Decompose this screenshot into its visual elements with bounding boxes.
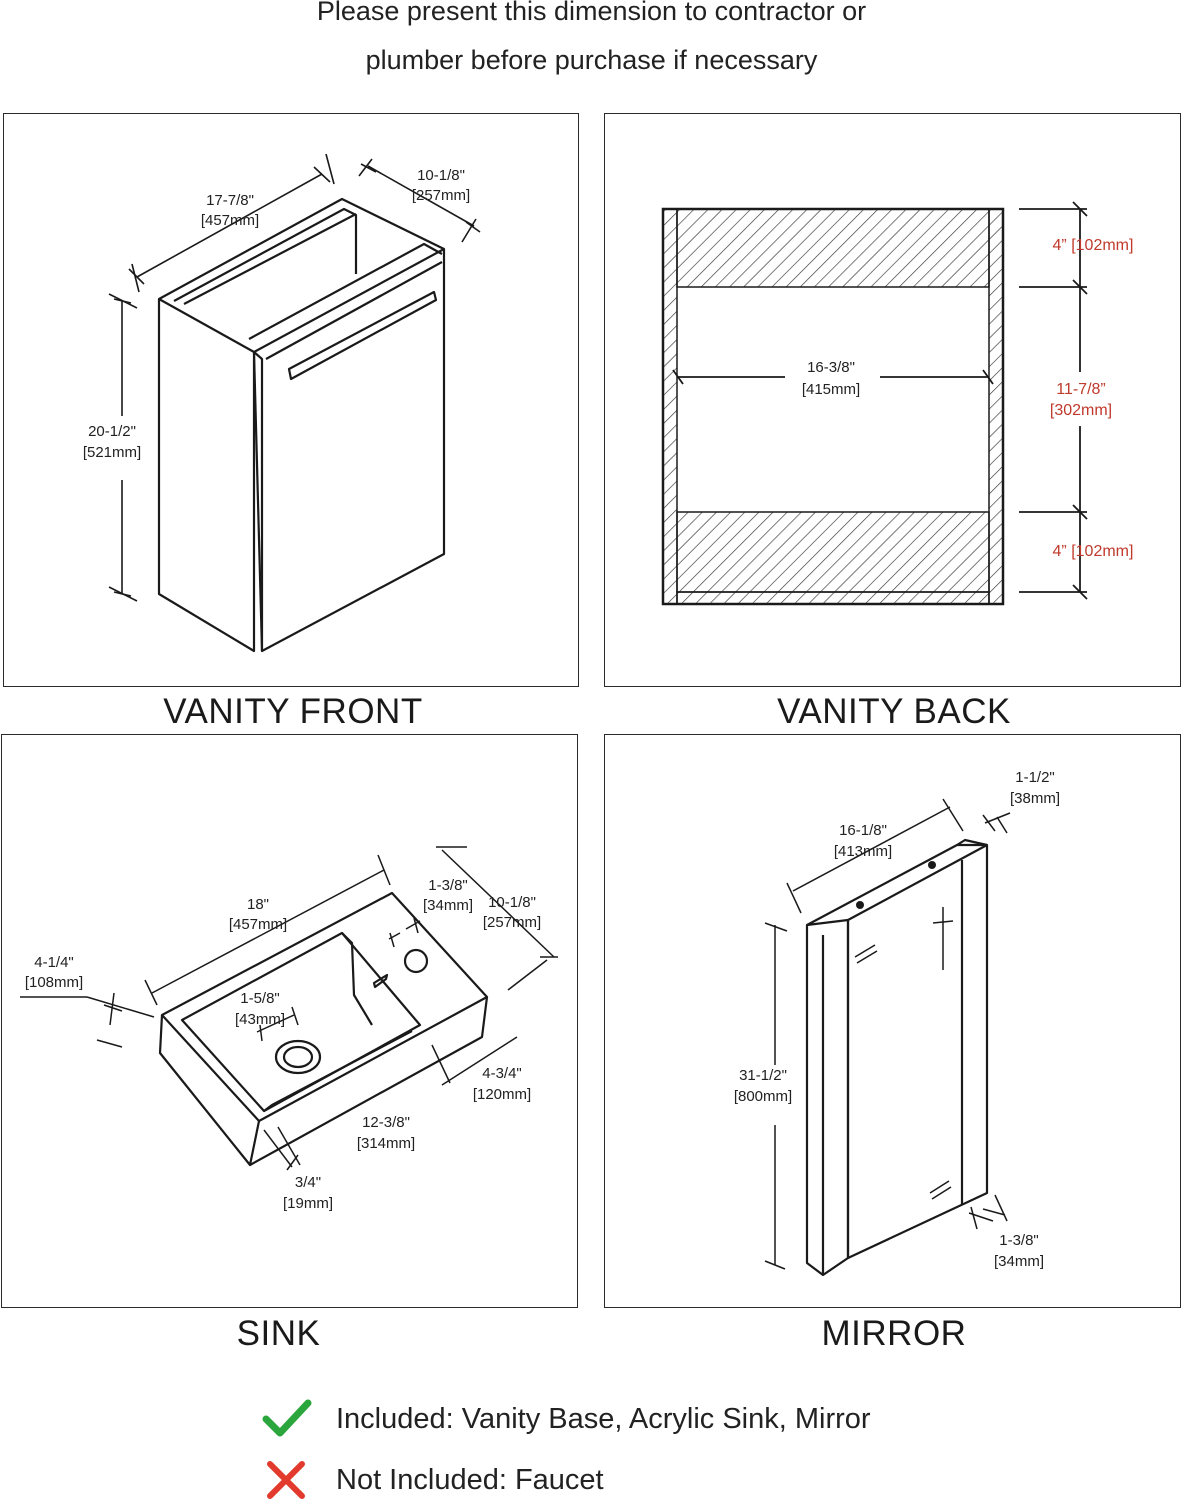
mirror-width-in: 16-1/8": [839, 822, 887, 839]
sink-depth-mm: [257mm]: [483, 914, 541, 931]
sink-height-in: 4-1/4": [34, 954, 74, 971]
sink-length-in: 18": [247, 896, 269, 913]
front-depth-in: 10-1/8": [417, 167, 465, 184]
mirror-thick-mm: [38mm]: [1010, 790, 1060, 807]
sink-drain-mm: [43mm]: [235, 1011, 285, 1028]
back-bottom-band: 4” [102mm]: [1053, 543, 1134, 560]
not-included-text: Not Included: Faucet: [336, 1463, 604, 1496]
vanity-front-drawing: 17-7/8" [457mm] 10-1/8" [257mm] 20-1/2" …: [83, 153, 481, 653]
sink-drawing: 18" [457mm] 10-1/8" [257mm] 1-3/8" [34mm…: [20, 846, 558, 1212]
mirror-height-mm: [800mm]: [734, 1088, 792, 1105]
vanity-front-caption: VANITY FRONT: [163, 692, 423, 731]
back-top-band: 4” [102mm]: [1053, 237, 1134, 254]
front-depth-mm: [257mm]: [412, 187, 470, 204]
vanity-front-panel: 17-7/8" [457mm] 10-1/8" [257mm] 20-1/2" …: [3, 113, 579, 687]
sink-bowl-depth-in: 4-3/4": [482, 1065, 522, 1082]
header-line-1: Please present this dimension to contrac…: [316, 0, 867, 26]
cross-icon: [267, 1461, 305, 1499]
vanity-back-caption: VANITY BACK: [777, 692, 1011, 731]
mirror-thick-in: 1-1/2": [1015, 769, 1055, 786]
sink-rim-mm: [19mm]: [283, 1195, 333, 1212]
vanity-back-panel: 16-3/8" [415mm] 4” [102mm] 11-7/8” [302m…: [604, 113, 1181, 687]
sink-bowl-depth-mm: [120mm]: [473, 1086, 531, 1103]
mirror-strip-in: 1-3/8": [999, 1232, 1039, 1249]
sink-length-mm: [457mm]: [229, 916, 287, 933]
back-width-in: 16-3/8": [807, 359, 855, 376]
front-width-mm: [457mm]: [201, 212, 259, 229]
mirror-width-mm: [413mm]: [834, 843, 892, 860]
mirror-strip-mm: [34mm]: [994, 1253, 1044, 1270]
sink-drain-in: 1-5/8": [240, 990, 280, 1007]
mirror-caption: MIRROR: [821, 1314, 967, 1353]
back-middle-mm: [302mm]: [1050, 402, 1112, 419]
sink-bowl-len-in: 12-3/8": [362, 1114, 410, 1131]
vanity-back-drawing: 16-3/8" [415mm] 4” [102mm] 11-7/8” [302m…: [661, 201, 1134, 606]
mirror-height-in: 31-1/2": [739, 1067, 787, 1084]
mirror-panel: 16-1/8" [413mm] 1-1/2" [38mm] 31-1/2" [8…: [604, 734, 1181, 1308]
included-text: Included: Vanity Base, Acrylic Sink, Mir…: [336, 1402, 871, 1435]
legend-not-included: Not Included: Faucet: [262, 1455, 604, 1505]
sink-panel: 18" [457mm] 10-1/8" [257mm] 1-3/8" [34mm…: [1, 734, 578, 1308]
front-height-mm: [521mm]: [83, 444, 141, 461]
legend-included: Included: Vanity Base, Acrylic Sink, Mir…: [262, 1394, 871, 1444]
sink-hole-mm: [34mm]: [423, 897, 473, 914]
sink-caption: SINK: [236, 1314, 321, 1353]
front-height-in: 20-1/2": [88, 423, 136, 440]
sink-depth-in: 10-1/8": [488, 894, 536, 911]
back-width-mm: [415mm]: [802, 381, 860, 398]
sink-height-mm: [108mm]: [25, 974, 83, 991]
header-line-2: plumber before purchase if necessary: [365, 45, 818, 75]
sink-rim-in: 3/4": [295, 1174, 321, 1191]
front-width-in: 17-7/8": [206, 192, 254, 209]
sink-hole-in: 1-3/8": [428, 877, 468, 894]
mirror-drawing: 16-1/8" [413mm] 1-1/2" [38mm] 31-1/2" [8…: [734, 769, 1060, 1277]
check-icon: [262, 1399, 312, 1437]
sink-bowl-len-mm: [314mm]: [357, 1135, 415, 1152]
back-middle-in: 11-7/8”: [1056, 381, 1106, 398]
